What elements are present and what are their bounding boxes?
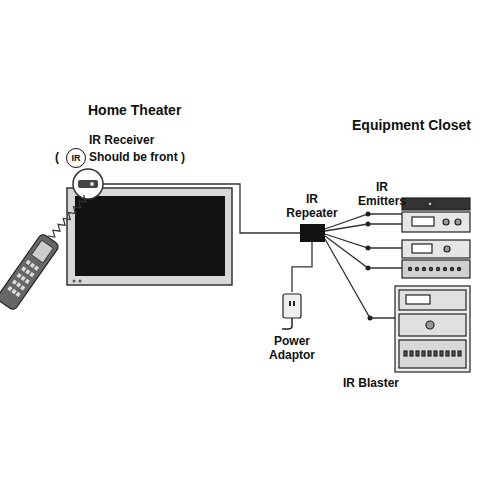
ir-lens (90, 182, 94, 186)
node-text: Power Adaptor (262, 334, 322, 363)
ir-symbol: IR (66, 148, 86, 168)
repeater-box (300, 224, 325, 242)
blaster-label: IR Blaster (340, 376, 402, 390)
label-text: IR Blaster (343, 376, 399, 390)
section-heading: Equipment Closet (352, 117, 497, 134)
equipment (395, 198, 470, 372)
power-adaptor: Power Adaptor (262, 292, 322, 363)
section-heading: Home Theater (88, 102, 208, 119)
ir-beam (48, 195, 86, 237)
label-text: ( (55, 150, 59, 164)
power-cable (292, 242, 312, 292)
label-text: Should be front ) (89, 150, 185, 164)
remote-control (0, 233, 60, 311)
label-text: Equipment Closet (352, 117, 471, 133)
receiver-wire (103, 184, 300, 233)
emitter-dots (366, 212, 373, 321)
ir-receiver (78, 180, 98, 188)
emitter-label: IR Emitters (356, 180, 408, 209)
label-text: IR Receiver (89, 133, 154, 147)
ir-repeater: IR Repeater (280, 192, 344, 242)
tv-led (79, 280, 82, 283)
label-text: Home Theater (88, 102, 181, 118)
adaptor-drawing (280, 292, 304, 330)
emitter-wires (325, 214, 402, 318)
node-text: IR Repeater (280, 192, 344, 221)
tv-frame (67, 188, 232, 285)
tv-screen (75, 196, 225, 276)
receiver-note: Should be front ) (89, 150, 209, 164)
tv-led (73, 280, 76, 283)
node-text: IR (72, 153, 81, 164)
magnifier (73, 169, 103, 199)
receiver-label: IR Receiver (89, 133, 189, 147)
label-text: IR Emitters (358, 180, 406, 208)
